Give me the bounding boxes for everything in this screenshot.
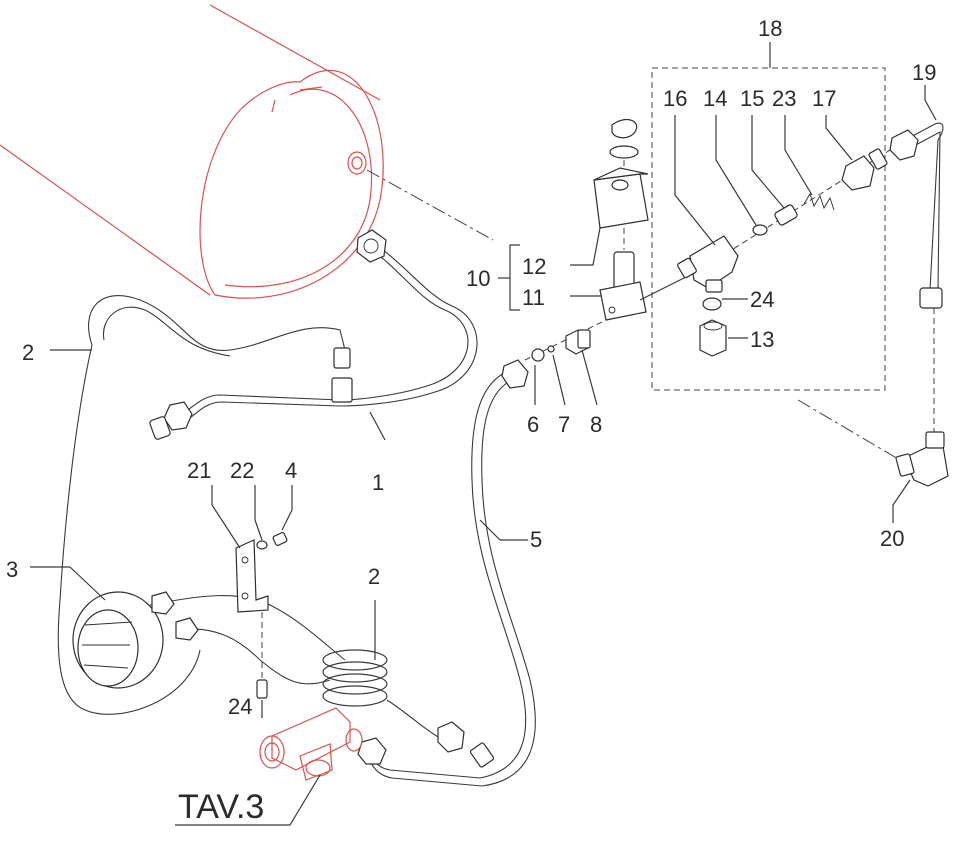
label-24-bracket: 24: [228, 694, 252, 719]
label-24-valve: 24: [750, 287, 774, 312]
boiler-tank: [0, 4, 384, 299]
part-labels: 2 3 1 2 5 6 7 8 10 11 12 13 24 16 14 15 …: [6, 16, 936, 826]
label-4: 4: [285, 458, 297, 483]
label-15: 15: [740, 86, 764, 111]
assembly-box-18: [651, 67, 886, 391]
leader-tank-to-valve: [366, 169, 494, 241]
label-17: 17: [812, 86, 836, 111]
label-8: 8: [590, 412, 602, 437]
label-11: 11: [522, 285, 545, 310]
label-22: 22: [230, 458, 254, 483]
label-14: 14: [703, 86, 727, 111]
label-7: 7: [558, 412, 570, 437]
leader-box-to-elbow: [797, 399, 901, 461]
label-16: 16: [663, 86, 687, 111]
capillary-2-coil: [322, 649, 465, 753]
pipe-5: [357, 359, 536, 787]
elbow-20: [895, 431, 949, 487]
reference-tav3: TAV.3: [178, 788, 264, 826]
leader-lines: [30, 85, 937, 826]
label-12: 12: [522, 254, 546, 279]
label-10: 10: [466, 266, 490, 291]
label-21: 21: [187, 458, 211, 483]
fittings-6-7-8: [524, 317, 611, 362]
label-20: 20: [880, 526, 904, 551]
capillary-2-upper: [57, 295, 353, 715]
label-23: 23: [772, 86, 796, 111]
label-2-lower: 2: [368, 564, 380, 589]
tee-fitting-tav3: [259, 707, 363, 781]
assembly-18-parts: [677, 148, 891, 357]
label-2-upper: 2: [22, 340, 34, 365]
label-1: 1: [372, 470, 384, 495]
pipe-19: [889, 122, 944, 435]
pipe-1: [149, 229, 478, 440]
label-5: 5: [530, 527, 542, 552]
solenoid-valve-10: [593, 118, 701, 321]
label-19: 19: [912, 60, 936, 85]
bracket-21: [235, 531, 288, 699]
label-6: 6: [527, 412, 539, 437]
label-3: 3: [6, 557, 18, 582]
label-13: 13: [750, 327, 774, 352]
pressure-gauge-3: [72, 591, 346, 689]
label-18: 18: [758, 16, 782, 41]
